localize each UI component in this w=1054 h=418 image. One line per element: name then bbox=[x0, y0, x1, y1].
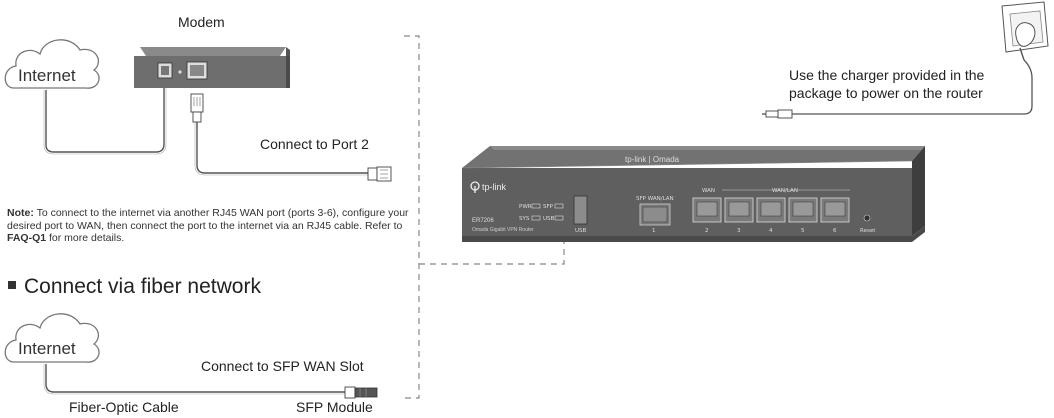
usb-label: USB bbox=[575, 228, 587, 234]
rj45-port-3[interactable] bbox=[724, 197, 754, 223]
led-sys-indicator bbox=[531, 215, 541, 221]
led-sfp-label: SFP bbox=[543, 204, 554, 210]
rj45-port-5[interactable] bbox=[788, 197, 818, 223]
internet-to-modem-cable bbox=[45, 78, 165, 153]
note-text-before: To connect to the internet via another R… bbox=[7, 207, 409, 232]
internet-label-top: Internet bbox=[18, 66, 76, 85]
internet-cloud-bottom-icon bbox=[4, 313, 100, 363]
port-number-1: 1 bbox=[652, 228, 656, 234]
router-subtitle: Omada Gigabit VPN Router bbox=[472, 227, 534, 233]
router-model: ER7206 bbox=[472, 218, 494, 224]
port-number-2: 2 bbox=[705, 228, 709, 234]
router-top-brand: tp-link | Omada bbox=[625, 155, 680, 164]
charger-instruction-line2: package to power on the router bbox=[789, 85, 983, 101]
port-number-4: 4 bbox=[769, 228, 773, 234]
modem-label: Modem bbox=[178, 14, 225, 30]
ethernet-plug-end-icon bbox=[367, 166, 392, 182]
led-sfp-indicator bbox=[554, 203, 564, 209]
connect-port2-label: Connect to Port 2 bbox=[260, 136, 369, 152]
reset-button[interactable] bbox=[863, 214, 871, 222]
reset-label: Reset bbox=[860, 228, 876, 234]
port-number-5: 5 bbox=[801, 228, 805, 234]
wan-label: WAN bbox=[702, 188, 715, 194]
connection-note: Note: To connect to the internet via ano… bbox=[7, 207, 427, 245]
ethernet-cable bbox=[196, 122, 370, 174]
led-pwr-label: PWR bbox=[519, 204, 532, 210]
faq-link[interactable]: FAQ-Q1 bbox=[7, 232, 47, 244]
sfp-module-icon bbox=[344, 386, 378, 399]
dashed-separator bbox=[404, 35, 565, 399]
power-cable bbox=[792, 59, 1033, 115]
led-usb-label: USB bbox=[543, 216, 555, 222]
internet-label-bottom: Internet bbox=[18, 339, 76, 358]
fiber-section-heading: Connect via fiber network bbox=[8, 275, 261, 299]
led-usb-indicator bbox=[554, 215, 564, 221]
wanlan-label: WAN/LAN bbox=[772, 188, 798, 194]
led-sys-label: SYS bbox=[519, 216, 530, 222]
sfp-slot-label: SFP WAN/LAN bbox=[636, 196, 674, 202]
rj45-port-4[interactable] bbox=[756, 197, 786, 223]
note-text-after: for more details. bbox=[46, 232, 125, 244]
router-brand: tp-link bbox=[482, 182, 507, 192]
fiber-optic-cable bbox=[45, 364, 345, 393]
usb-port[interactable] bbox=[573, 195, 588, 225]
internet-cloud-top-icon bbox=[4, 39, 100, 89]
charger-instruction-line1: Use the charger provided in the bbox=[789, 67, 985, 83]
note-prefix: Note: bbox=[7, 207, 34, 219]
dc-plug-icon bbox=[762, 109, 793, 119]
bullet-square-icon bbox=[8, 281, 16, 290]
modem-device-icon bbox=[134, 47, 290, 88]
port-number-3: 3 bbox=[737, 228, 741, 234]
port-number-6: 6 bbox=[833, 228, 837, 234]
led-pwr-indicator bbox=[531, 203, 541, 209]
rj45-port-6[interactable] bbox=[820, 197, 850, 223]
power-adapter-icon bbox=[1001, 1, 1049, 61]
fiber-cable-label: Fiber-Optic Cable bbox=[69, 399, 179, 415]
fiber-section-title: Connect via fiber network bbox=[24, 275, 261, 298]
connect-sfp-label: Connect to SFP WAN Slot bbox=[201, 358, 364, 374]
sfp-module-label: SFP Module bbox=[296, 399, 373, 415]
rj45-plug-icon bbox=[190, 93, 204, 123]
tp-link-logo-icon bbox=[470, 181, 480, 193]
rj45-port-2[interactable] bbox=[692, 197, 722, 223]
